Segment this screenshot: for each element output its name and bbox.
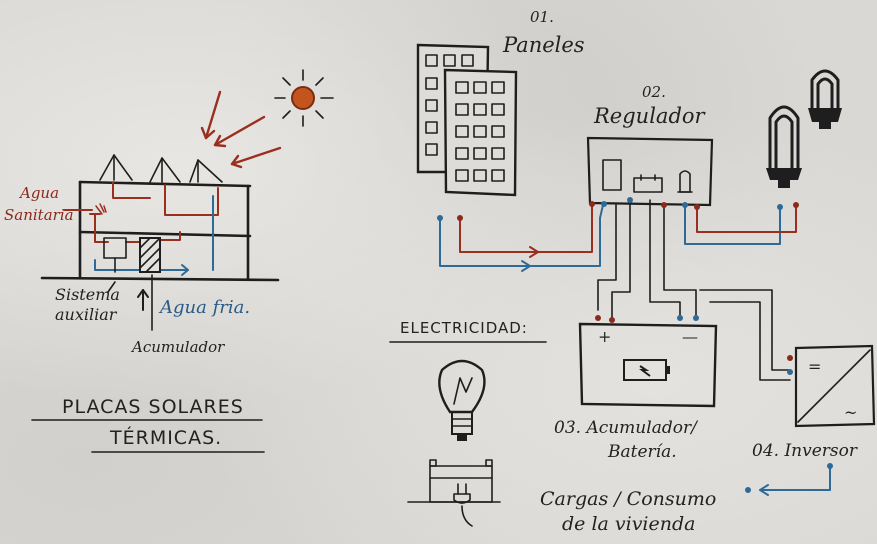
sun-ray-arrows — [202, 92, 280, 167]
solar-collectors — [100, 155, 222, 182]
battery-plus: + — [598, 327, 611, 346]
electricity-label: ELECTRICIDAD: — [400, 319, 528, 337]
cold-water-arrow — [138, 290, 148, 310]
battery-label-1: 03. Acumulador/ — [554, 418, 699, 438]
accumulator-tank — [140, 238, 160, 272]
sun-icon — [275, 70, 333, 126]
battery-label-2: Batería. — [607, 442, 677, 462]
panels-number: 01. — [530, 8, 554, 26]
panels-label: Paneles — [502, 33, 585, 57]
label-aux-system-2: auxiliar — [55, 305, 118, 324]
battery-minus: — — [682, 327, 698, 346]
terminal-dots — [437, 197, 799, 375]
inverter-dc-symbol: = — [808, 357, 821, 376]
aux-system-box — [104, 238, 126, 272]
shower-icon — [96, 204, 106, 214]
label-cold-water: Agua fria. — [158, 297, 250, 318]
pv-wiring — [440, 200, 796, 380]
regulator-box — [588, 138, 712, 205]
label-sanitary-water-2: Sanitaria — [4, 206, 74, 224]
bulb-icon — [439, 361, 484, 441]
title-line-2: TÉRMICAS. — [109, 426, 222, 449]
loads-label-1: Cargas / Consumo — [540, 488, 716, 510]
light-bulbs-icon — [766, 71, 842, 188]
socket-icon — [408, 460, 500, 526]
title-line-1: PLACAS SOLARES — [62, 396, 244, 418]
loads-label-2: de la vivienda — [562, 513, 695, 535]
regulator-number: 02. — [642, 83, 666, 101]
pv-panels-icon — [418, 45, 516, 195]
label-accumulator: Acumulador — [130, 338, 225, 356]
loads-arrow — [745, 463, 833, 495]
inverter-ac-symbol: ~ — [844, 403, 857, 422]
inverter-label: 04. Inversor — [752, 441, 858, 461]
label-sanitary-water-1: Agua — [18, 184, 59, 202]
regulator-label: Regulador — [593, 104, 707, 128]
